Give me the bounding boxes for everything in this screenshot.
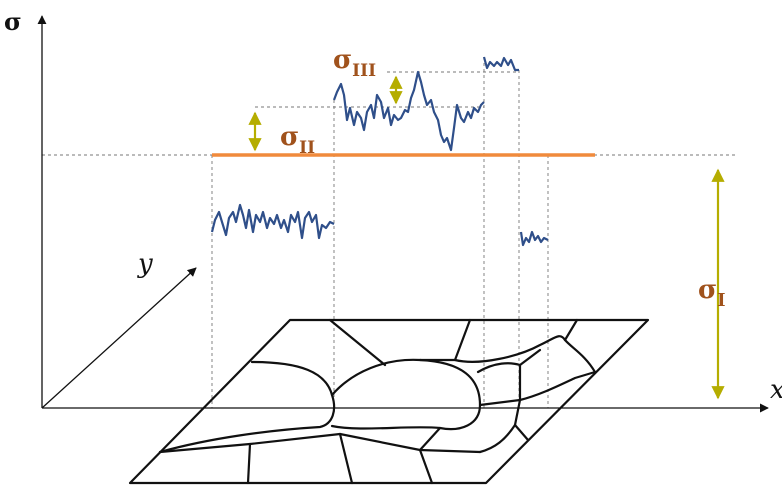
grain-structure: [128, 318, 650, 485]
x-axis-label: x: [770, 375, 782, 405]
stress-arrows: [248, 75, 725, 400]
y-axis: [41, 267, 197, 409]
stress-trace-grain-1: [210, 203, 335, 240]
sigma-II-label: σII: [280, 122, 315, 158]
y-axis-label: y: [137, 249, 153, 279]
stress-traces: [210, 56, 549, 247]
stress-trace-grain-3: [482, 56, 519, 72]
sigma-III-label: σIII: [333, 45, 376, 81]
sigma-axis-label: σ: [4, 7, 22, 36]
sigma-I-label: σI: [698, 275, 726, 311]
stress-trace-grain-2: [332, 70, 485, 152]
axes: [37, 15, 769, 413]
stress-trace-grain-4: [519, 230, 549, 247]
